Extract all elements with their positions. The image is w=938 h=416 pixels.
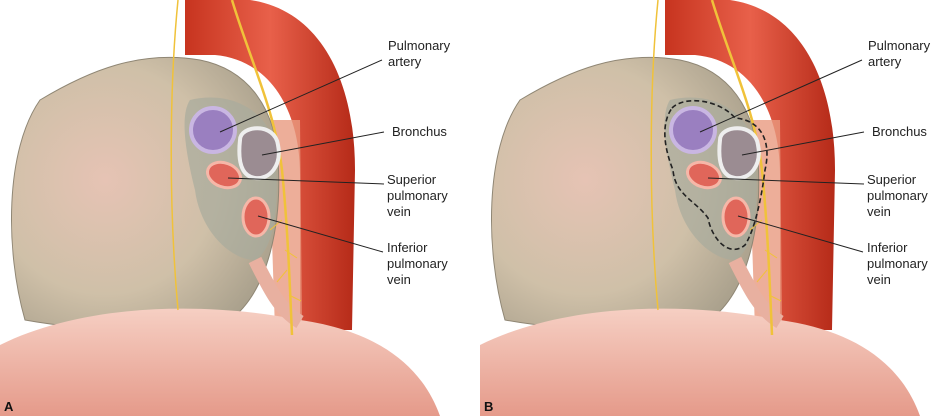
vagus-nerve [230, 0, 294, 336]
superior-vein-shape [206, 160, 242, 190]
panel-letter: B [484, 399, 494, 414]
hilum-illustration [480, 0, 920, 416]
label-bronchus: Bronchus [392, 124, 447, 139]
panel-letter: A [4, 399, 14, 414]
aorta [185, 0, 355, 330]
phrenic-nerve [650, 0, 659, 311]
aorta [665, 0, 835, 330]
diaphragm [480, 308, 920, 416]
vagus-nerve [710, 0, 774, 336]
pulmonary-artery-shape [669, 106, 717, 154]
superior-vein-shape [686, 160, 722, 190]
inferior-vein-shape [721, 196, 751, 238]
bronchus-shape [237, 126, 281, 181]
hilum-illustration [0, 0, 440, 416]
diaphragm [0, 308, 440, 416]
phrenic-nerve [170, 0, 179, 311]
label-bronchus: Bronchus [872, 124, 927, 139]
dashed-hilum-outline [664, 100, 768, 251]
pulmonary-artery-shape [189, 106, 237, 154]
inferior-vein-shape [241, 196, 271, 238]
bronchus-shape [717, 126, 761, 181]
